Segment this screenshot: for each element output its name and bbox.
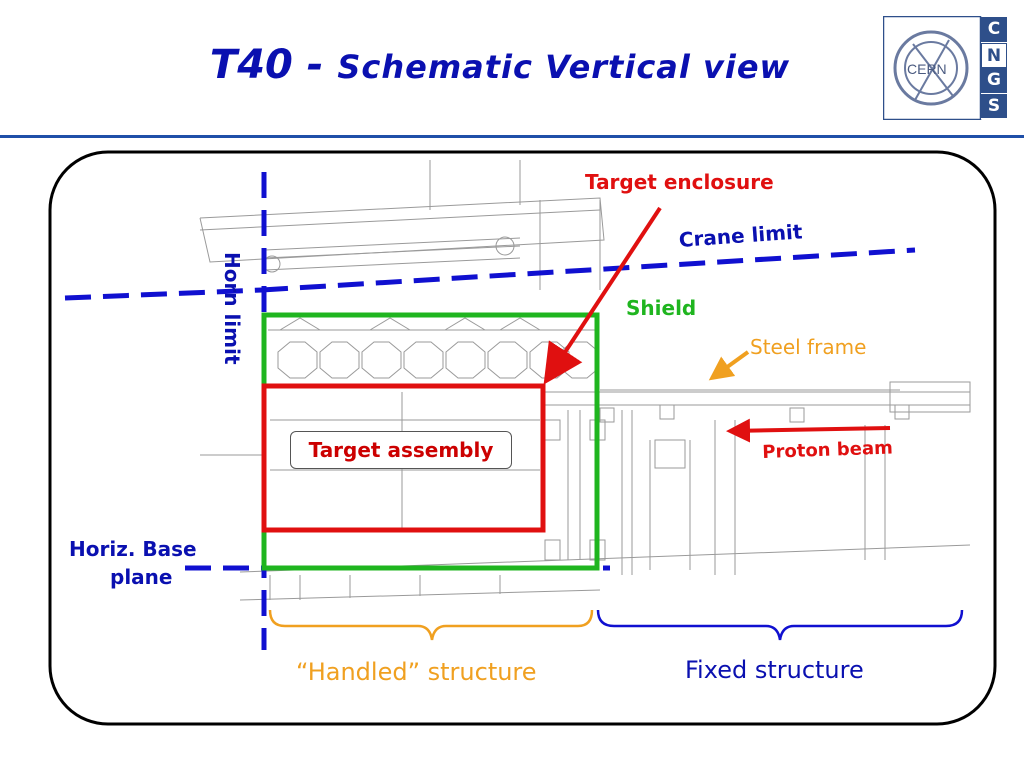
cern-logo-text: CERN [907, 61, 947, 77]
horn-limit-label: Horn limit [220, 252, 244, 365]
diagram-frame [48, 150, 997, 726]
crane-limit-line-upper [261, 247, 916, 293]
title-main: Schematic Vertical view [337, 48, 791, 86]
handled-structure-brace [268, 609, 594, 641]
title-rule [0, 135, 1024, 138]
target-assembly-label: Target assembly [290, 431, 512, 469]
target-enclosure-label: Target enclosure [585, 170, 774, 194]
target-enclosure-arrow [543, 206, 662, 385]
steel-frame-arrow [708, 350, 750, 381]
cngs-letter-g: G [981, 68, 1007, 94]
page-title: T40 - Schematic Vertical view [0, 42, 1000, 88]
title-prefix: T40 - [209, 42, 338, 88]
proton-beam-arrow [726, 418, 891, 443]
cngs-letter-n: N [981, 42, 1007, 68]
fixed-structure-label: Fixed structure [685, 656, 864, 684]
fixed-structure-brace [596, 609, 964, 641]
horiz-base-label-line1: Horiz. Base [69, 537, 197, 561]
cngs-letter-s: S [981, 93, 1007, 119]
crane-limit-line [64, 287, 263, 301]
horiz-base-label-line2: plane [110, 565, 173, 589]
shield-label: Shield [626, 296, 697, 320]
cern-logo: CERN [883, 16, 982, 120]
cngs-badge: C N G S [981, 17, 1007, 119]
steel-frame-label: Steel frame [750, 335, 867, 359]
handled-structure-label: “Handled” structure [296, 658, 537, 686]
engineering-drawing [199, 160, 971, 601]
cngs-letter-c: C [981, 17, 1007, 43]
target-enclosure-box [261, 383, 546, 533]
